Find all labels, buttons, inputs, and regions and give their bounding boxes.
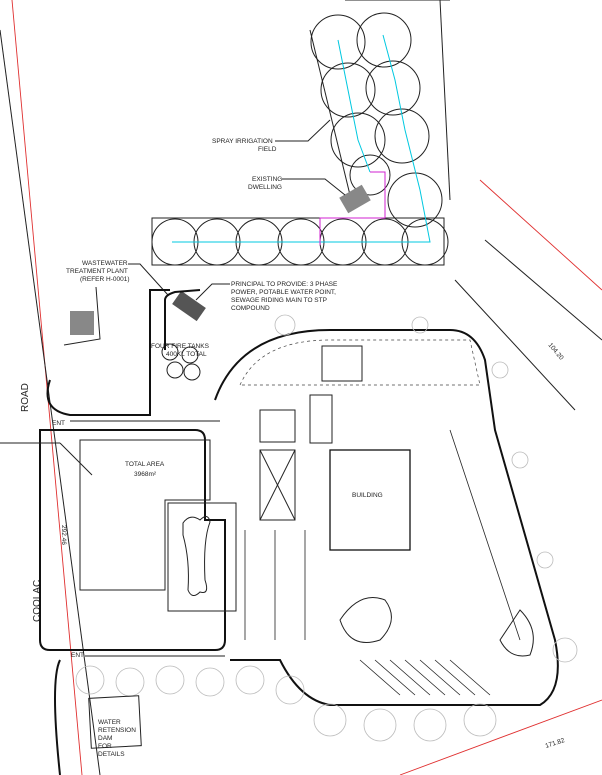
label-dwelling-2: DWELLING xyxy=(248,184,282,191)
spray-irrigation-field xyxy=(151,12,449,266)
label-principal-1: PRINCIPAL TO PROVIDE: 3 PHASE xyxy=(231,281,338,288)
dam-label-4: FOR xyxy=(98,743,112,750)
dimension-west: 292.46 xyxy=(60,525,67,545)
label-wwtp-1: WASTEWATER xyxy=(82,260,128,267)
label-wwtp-3: (REFER H-0001) xyxy=(80,276,129,283)
label-principal-3: SEWAGE RIDING MAIN TO STP xyxy=(231,297,327,304)
hatched-area xyxy=(239,339,481,386)
water-retension-dam xyxy=(88,695,142,749)
building-label: BUILDING xyxy=(352,492,383,499)
dam-label-1: WATER xyxy=(98,719,121,726)
road-name-coolac: COOLAC xyxy=(32,580,43,622)
trees xyxy=(75,314,578,742)
dam-label-2: RETENSION xyxy=(98,727,136,734)
wastewater-treatment-plant xyxy=(70,311,94,335)
label-wwtp-2: TREATMENT PLANT xyxy=(66,268,128,275)
entry-label-top: ENT xyxy=(52,420,65,427)
label-fire-1: FOUR FIRE TANKS xyxy=(151,343,210,350)
parking-bays xyxy=(244,429,521,696)
shed xyxy=(321,345,363,382)
entry-label-bottom: ENT xyxy=(71,652,84,659)
building xyxy=(329,449,411,551)
label-spray-2: FIELD xyxy=(258,146,277,153)
stp-compound xyxy=(172,290,206,322)
label-spray-1: SPRAY IRRIGATION xyxy=(212,138,273,145)
road-name-road: ROAD xyxy=(20,383,31,412)
dimension-northeast: 104.20 xyxy=(546,342,564,362)
label-dwelling-1: EXISTING xyxy=(252,176,282,183)
total-area-value: 3968m² xyxy=(134,471,157,478)
label-principal-2: POWER, POTABLE WATER POINT, xyxy=(231,289,336,296)
dam-label-3: DAM xyxy=(98,735,112,742)
existing-dwelling xyxy=(339,184,371,214)
total-area-label: TOTAL AREA xyxy=(125,461,165,468)
dimension-south: 171.82 xyxy=(544,737,565,750)
label-principal-4: COMPOUND xyxy=(231,305,270,312)
dam-label-5: DETAILS xyxy=(98,751,125,758)
label-fire-2: 400KL TOTAL xyxy=(166,351,207,358)
